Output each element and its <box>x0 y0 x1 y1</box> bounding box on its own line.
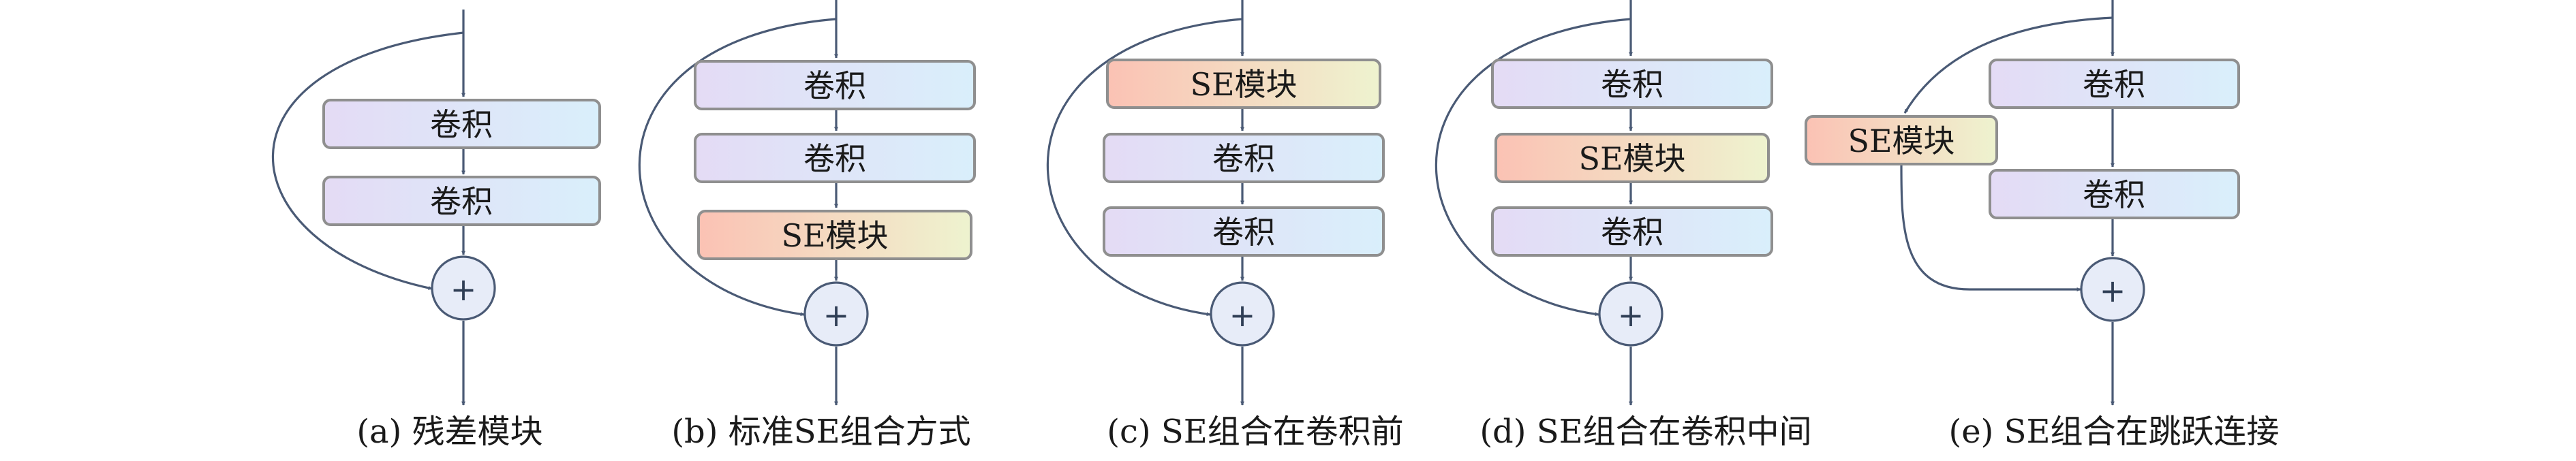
conv-block-1 <box>694 60 976 110</box>
se-block <box>1805 115 1998 165</box>
conv-block-1-label: 卷积 <box>1212 140 1275 177</box>
plus-sign: + <box>1618 297 1644 334</box>
diagram-e: 卷积 SE模块 卷积 + (e) SE组合在跳跃连接 <box>1805 0 2280 451</box>
conv-block-2-label: 卷积 <box>2083 176 2145 213</box>
conv-block-2 <box>694 133 976 183</box>
se-block <box>1494 133 1770 183</box>
se-block-label: SE模块 <box>1847 123 1954 159</box>
add-node <box>431 255 496 321</box>
conv-block-2-label: 卷积 <box>803 140 866 177</box>
add-node <box>803 281 869 347</box>
diagram-a: 卷积 卷积 + (a) 残差模块 <box>271 10 601 451</box>
skip-connection <box>271 31 464 290</box>
conv-block-1 <box>1103 133 1385 183</box>
se-block-label: SE模块 <box>781 217 888 254</box>
conv-block-2-label: 卷积 <box>1212 214 1275 251</box>
conv-block-2 <box>322 176 601 226</box>
conv-block-2-label: 卷积 <box>430 183 493 220</box>
conv-block-1-label: 卷积 <box>803 67 866 104</box>
se-block <box>697 210 972 260</box>
plus-sign: + <box>2100 272 2126 309</box>
add-node <box>1210 281 1275 347</box>
caption-c: (c) SE组合在卷积前 <box>1107 413 1404 451</box>
diagram-d: 卷积 SE模块 卷积 + (d) SE组合在卷积中间 <box>1435 0 1812 451</box>
conv-block-2 <box>1989 169 2240 219</box>
skip-connection <box>1046 18 1243 317</box>
conv-block-1 <box>322 99 601 149</box>
conv-block-2 <box>1491 206 1773 257</box>
caption-a: (a) 残差模块 <box>356 413 542 451</box>
se-block-label: SE模块 <box>1578 140 1685 177</box>
caption-d: (d) SE组合在卷积中间 <box>1479 413 1811 451</box>
diagram-c: SE模块 卷积 卷积 + (c) SE组合在卷积前 <box>1046 0 1404 451</box>
skip-connection <box>638 18 837 317</box>
caption-e: (e) SE组合在跳跃连接 <box>1948 413 2279 451</box>
conv-block-2-label: 卷积 <box>1601 214 1663 251</box>
plus-sign: + <box>450 271 477 308</box>
se-to-plus <box>1900 165 2081 291</box>
caption-b: (b) 标准SE组合方式 <box>671 413 970 451</box>
plus-sign: + <box>823 297 850 334</box>
conv-block-1-label: 卷积 <box>1601 66 1663 103</box>
se-block-label: SE模块 <box>1190 66 1297 103</box>
conv-block-2 <box>1103 206 1385 257</box>
conv-block-1-label: 卷积 <box>2083 66 2145 103</box>
conv-block-1 <box>1989 59 2240 109</box>
conv-block-1 <box>1491 59 1773 109</box>
add-node <box>1598 281 1663 347</box>
skip-connection <box>1435 18 1631 317</box>
se-block <box>1106 59 1381 109</box>
plus-sign: + <box>1229 297 1256 334</box>
skip-to-se <box>1903 16 2113 114</box>
add-node <box>2080 257 2145 322</box>
conv-block-1-label: 卷积 <box>430 106 493 143</box>
diagram-b: 卷积 卷积 SE模块 + (b) 标准SE组合方式 <box>638 0 976 451</box>
